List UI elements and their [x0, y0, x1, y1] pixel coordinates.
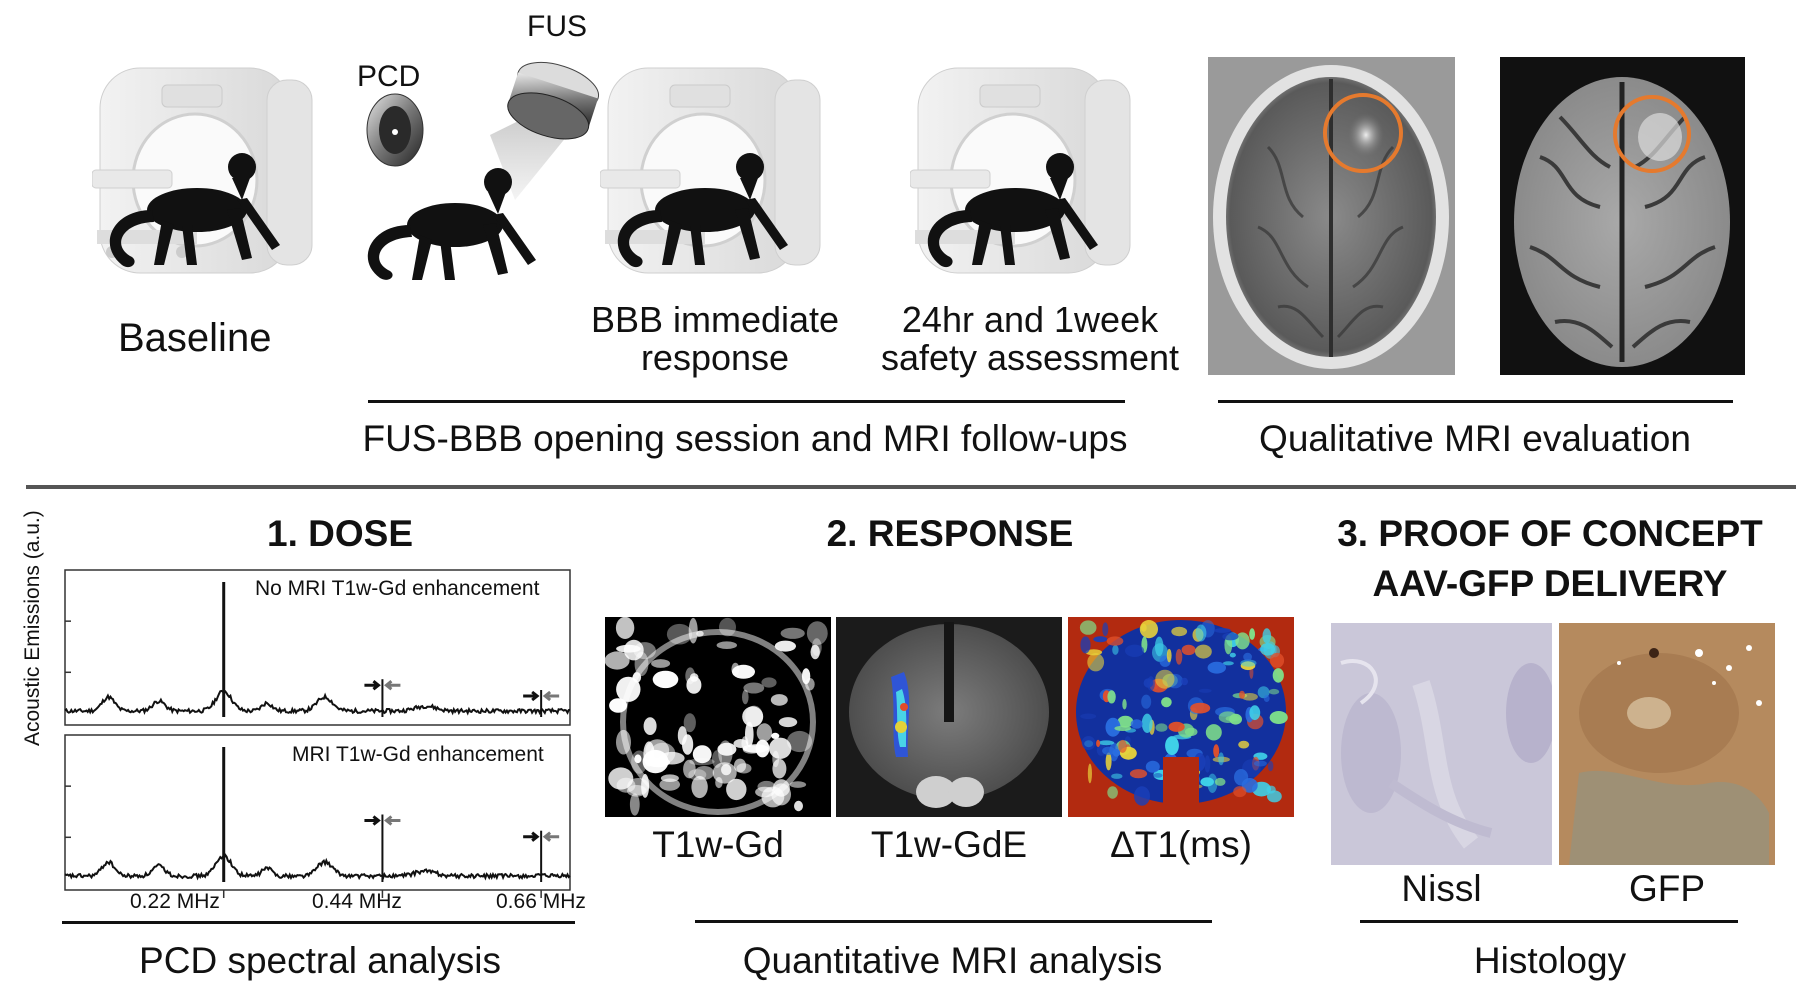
mri-scanner-baseline-illustration	[92, 67, 313, 274]
spectrum-panel-enhancement	[64, 734, 571, 898]
x-tick-label-0.66: 0.66 MHz	[496, 890, 586, 913]
response-underline	[695, 920, 1212, 923]
pcd-label: PCD	[357, 60, 421, 93]
fus-label: FUS	[527, 10, 587, 43]
mri-t1-axial-image	[1208, 57, 1455, 375]
histology-underline	[1360, 920, 1738, 923]
peak-arrow-dark	[523, 831, 540, 842]
spectrum-frame	[64, 569, 571, 726]
gfp-histology-image	[1559, 623, 1775, 865]
bbb-response-label-line2: response	[640, 337, 790, 378]
monkey-silhouette-icon	[367, 168, 536, 280]
nissl-histology-image	[1331, 623, 1552, 865]
panel-annotation-no-enhancement: No MRI T1w-Gd enhancement	[255, 577, 540, 600]
bbb-opening-highlight-circle	[1323, 93, 1403, 173]
dose-underline	[62, 921, 575, 924]
spectrum-trace	[64, 852, 571, 881]
baseline-label: Baseline	[118, 316, 272, 360]
monkey-silhouette-icon	[617, 153, 788, 268]
peak-arrow-dark	[364, 680, 381, 691]
spectrum-frame	[64, 734, 571, 891]
poc-heading-line2: AAV-GFP DELIVERY	[1372, 563, 1728, 604]
peak-arrow-light	[542, 831, 560, 842]
fus-transducer-icon	[507, 61, 600, 140]
poc-heading-line1: 3. PROOF OF CONCEPT	[1337, 513, 1763, 554]
panel-annotation-enhancement: MRI T1w-Gd enhancement	[292, 743, 544, 766]
t1w-gd-coronal-image	[605, 617, 831, 817]
qualitative-caption: Qualitative MRI evaluation	[1259, 418, 1691, 459]
monkey-silhouette-icon	[927, 153, 1098, 268]
bbb-opening-highlight-circle	[1613, 95, 1691, 173]
bbb-response-label-line1: BBB immediate	[590, 299, 840, 340]
peak-arrow-light	[384, 815, 401, 826]
dose-caption: PCD spectral analysis	[139, 940, 501, 981]
qualitative-underline	[1218, 400, 1733, 403]
histology-caption: Histology	[1473, 940, 1627, 981]
peak-arrow-dark	[364, 815, 381, 826]
mri-flair-axial-image	[1500, 57, 1745, 375]
delta-t1-map-image	[1068, 617, 1294, 817]
peak-arrow-light	[384, 680, 401, 691]
peak-arrow-light	[542, 690, 560, 702]
dose-heading: 1. DOSE	[267, 513, 413, 554]
fus-pcd-setup-illustration	[366, 61, 600, 280]
mri-scanner-immediate-illustration	[600, 67, 821, 274]
session-underline	[368, 400, 1125, 403]
section-divider	[26, 485, 1796, 489]
response-heading: 2. RESPONSE	[826, 513, 1074, 554]
label-delta-t1: ΔT1(ms)	[1110, 824, 1252, 865]
label-t1w-gde: T1w-GdE	[870, 824, 1028, 865]
response-caption: Quantitative MRI analysis	[742, 940, 1163, 981]
pcd-sensor-icon	[366, 93, 424, 167]
label-t1w-gd: T1w-Gd	[652, 824, 784, 865]
label-nissl: Nissl	[1401, 868, 1482, 909]
spectrum-trace	[64, 689, 571, 716]
session-caption: FUS-BBB opening session and MRI follow-u…	[362, 418, 1128, 459]
peak-arrow-dark	[523, 690, 540, 702]
label-gfp: GFP	[1628, 868, 1706, 909]
safety-label-line2: safety assessment	[880, 337, 1180, 378]
pcd-spectrum-chart	[64, 569, 571, 898]
mri-scanner-followup-illustration	[910, 67, 1131, 274]
monkey-silhouette-icon	[109, 153, 280, 268]
spectrum-panel-no-enhancement	[64, 569, 571, 726]
x-tick-label-0.22: 0.22 MHz	[130, 890, 220, 913]
safety-label-line1: 24hr and 1week	[901, 299, 1159, 340]
x-tick-label-0.44: 0.44 MHz	[312, 890, 402, 913]
t1w-gde-coronal-image	[836, 617, 1062, 817]
chart-y-axis-label: Acoustic Emissions (a.u.)	[21, 510, 44, 746]
